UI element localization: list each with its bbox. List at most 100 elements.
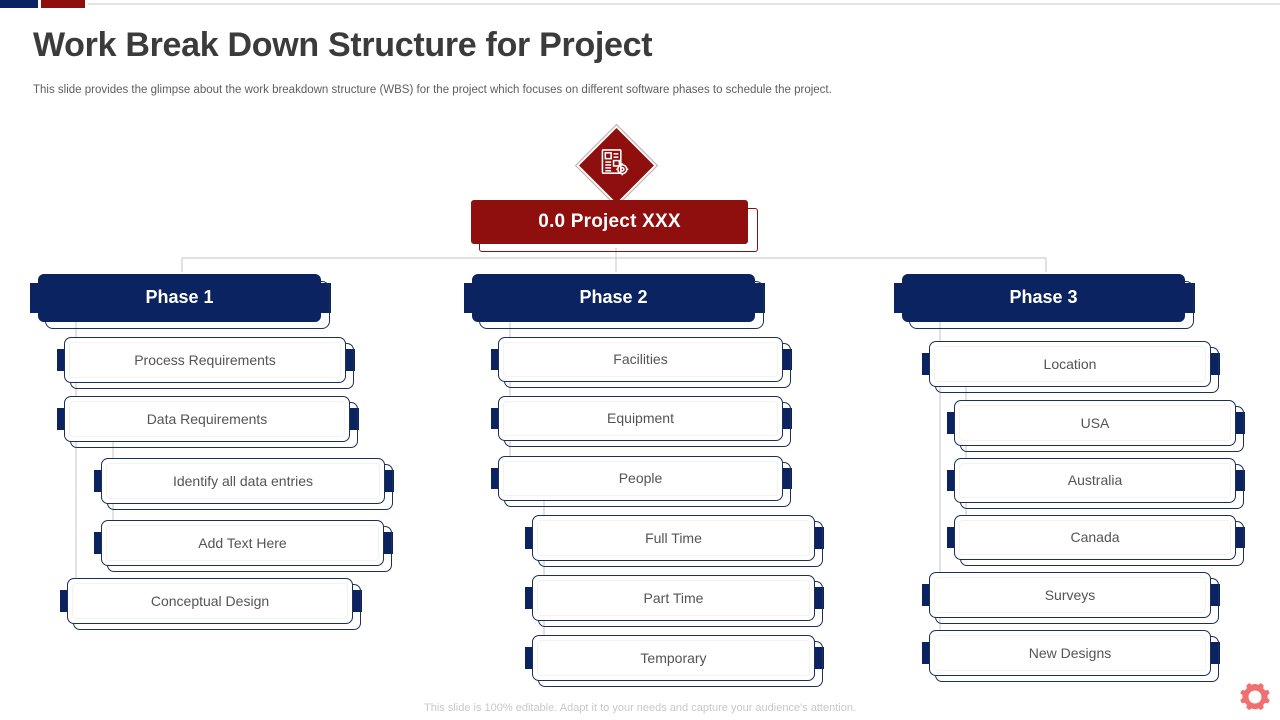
node-tab-right (353, 590, 362, 612)
wbs-node[interactable]: Facilities (491, 337, 792, 388)
node-face: Conceptual Design (67, 578, 353, 624)
node-tab-left (947, 412, 956, 434)
node-tab-left (491, 349, 500, 370)
node-face: USA (954, 400, 1236, 446)
node-face: Identify all data entries (101, 458, 385, 504)
node-face: Add Text Here (101, 520, 384, 566)
wbs-node-label: Add Text Here (198, 534, 287, 551)
wbs-node-label: Part Time (643, 589, 704, 606)
node-face: Data Requirements (64, 396, 350, 442)
node-tab-right (815, 527, 824, 549)
page-subtitle: This slide provides the glimpse about th… (33, 84, 832, 96)
node-face: Phase 1 (38, 274, 321, 322)
wbs-node[interactable]: Temporary (525, 635, 824, 687)
wbs-node[interactable]: Australia (947, 458, 1245, 509)
node-tab-left (94, 470, 103, 492)
wbs-node[interactable]: Equipment (491, 396, 792, 447)
wbs-node-label: Canada (1070, 529, 1120, 546)
gear-icon[interactable] (1238, 680, 1272, 714)
node-tab-left (947, 470, 956, 491)
node-tab-left (922, 353, 931, 375)
node-tab-left (491, 408, 500, 429)
node-tab-left (94, 532, 103, 554)
node-tab-right (1211, 584, 1220, 606)
node-tab-right (783, 468, 792, 489)
wbs-node-label: Australia (1067, 472, 1123, 489)
node-face: Canada (954, 515, 1236, 560)
node-tab-left (922, 584, 931, 606)
node-face: Full Time (532, 515, 815, 561)
wbs-node[interactable]: Process Requirements (57, 337, 355, 389)
node-tab-right (1236, 470, 1245, 491)
node-tab-left (947, 527, 956, 548)
wbs-node-label: Identify all data entries (172, 472, 314, 489)
wbs-node[interactable]: Part Time (525, 575, 824, 627)
wbs-node[interactable]: Surveys (922, 572, 1220, 624)
node-tab-right (1236, 412, 1245, 434)
node-tab-left (525, 587, 534, 609)
phase-header-label: Phase 1 (145, 287, 214, 308)
root-node-label: 0.0 Project XXX (538, 210, 681, 232)
wbs-node[interactable]: Location (922, 341, 1220, 393)
node-tab-left (491, 468, 500, 489)
document-gear-icon (601, 149, 629, 176)
phase-header-2[interactable]: Phase 2 (464, 274, 765, 329)
wbs-node-label: Full Time (645, 529, 702, 546)
wbs-node[interactable]: New Designs (922, 630, 1220, 682)
accent-bar-navy (0, 0, 38, 8)
node-tab-right (783, 349, 792, 370)
node-tab-left (894, 283, 904, 313)
phase-header-3[interactable]: Phase 3 (894, 274, 1195, 329)
node-tab-left (525, 647, 534, 669)
node-tab-right (815, 647, 824, 669)
diamond-badge (576, 125, 657, 206)
wbs-node-label: Conceptual Design (150, 592, 270, 609)
node-tab-left (464, 283, 474, 313)
wbs-node-label: Temporary (640, 649, 707, 666)
wbs-node[interactable]: People (491, 456, 792, 507)
node-tab-left (57, 408, 66, 430)
top-accent-bars (0, 0, 1280, 8)
node-face: Equipment (498, 396, 783, 441)
wbs-node[interactable]: Data Requirements (57, 396, 359, 448)
node-tab-left (30, 283, 40, 313)
node-tab-right (346, 349, 355, 371)
node-tab-right (815, 587, 824, 609)
node-tab-right (1236, 527, 1245, 548)
node-tab-right (350, 408, 359, 430)
node-tab-left (922, 642, 931, 664)
wbs-node-label: Location (1043, 355, 1097, 372)
node-tab-right (321, 283, 331, 313)
node-face: New Designs (929, 630, 1211, 676)
header-rule (88, 3, 1280, 5)
node-tab-right (1211, 642, 1220, 664)
wbs-node-label: Facilities (613, 351, 668, 368)
root-node-project[interactable]: 0.0 Project XXX (471, 200, 758, 252)
wbs-node[interactable]: Identify all data entries (94, 458, 394, 510)
wbs-node[interactable]: USA (947, 400, 1245, 452)
phase-header-1[interactable]: Phase 1 (30, 274, 331, 329)
node-face: Part Time (532, 575, 815, 621)
wbs-node[interactable]: Canada (947, 515, 1245, 566)
accent-bar-red (41, 0, 85, 8)
node-face: Location (929, 341, 1211, 387)
node-face: People (498, 456, 783, 501)
wbs-node-label: USA (1080, 414, 1110, 431)
wbs-node-label: Process Requirements (134, 351, 276, 368)
page-title: Work Break Down Structure for Project (33, 26, 653, 64)
wbs-node-label: Surveys (1044, 586, 1096, 603)
node-tab-left (60, 590, 69, 612)
phase-header-label: Phase 2 (579, 287, 648, 308)
wbs-node[interactable]: Full Time (525, 515, 824, 567)
node-face: Australia (954, 458, 1236, 503)
phase-header-label: Phase 3 (1009, 287, 1078, 308)
wbs-node[interactable]: Conceptual Design (60, 578, 362, 630)
wbs-node[interactable]: Add Text Here (94, 520, 393, 572)
node-face: Process Requirements (64, 337, 346, 383)
node-tab-left (57, 349, 66, 371)
node-face: Surveys (929, 572, 1211, 618)
node-tab-right (1185, 283, 1195, 313)
node-face: Temporary (532, 635, 815, 681)
wbs-node-label: Equipment (607, 410, 674, 427)
node-tab-right (755, 283, 765, 313)
